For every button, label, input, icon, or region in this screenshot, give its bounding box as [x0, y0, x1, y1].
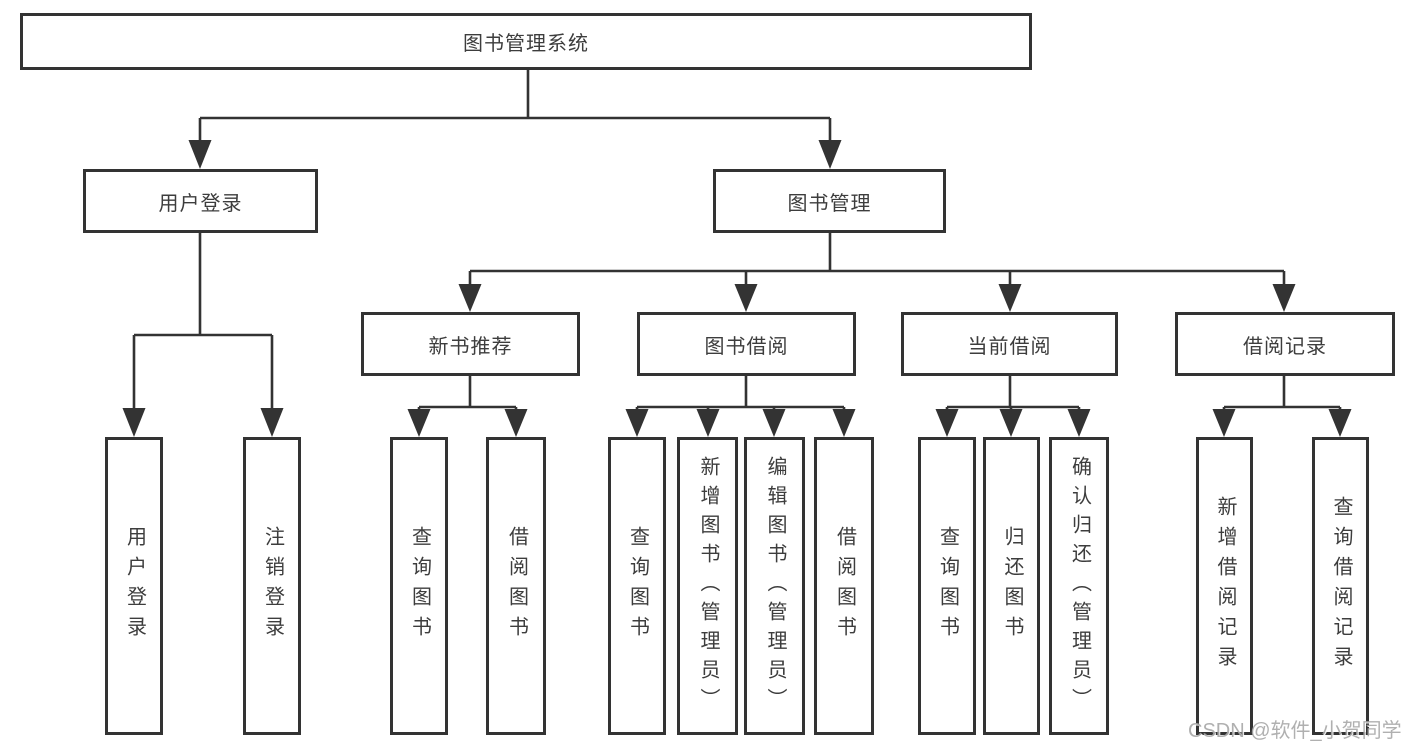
arrowhead-icon: [696, 409, 720, 437]
arrowhead-icon: [504, 409, 528, 437]
leaf-confirm-return-admin-label: 确认归还（管理员）: [1068, 455, 1091, 717]
connector-current-borrowing: [945, 376, 1081, 412]
arrowhead-icon: [998, 284, 1022, 312]
leaf-query-borrow-record: 查询借阅记录: [1312, 437, 1369, 735]
arrowhead-icon: [1067, 409, 1091, 437]
node-book-management: 图书管理: [713, 169, 946, 233]
leaf-user-login: 用户登录: [105, 437, 163, 735]
node-borrowing-records: 借阅记录: [1175, 312, 1395, 376]
leaf-query-books-current-label: 查询图书: [936, 526, 959, 646]
leaf-logout: 注销登录: [243, 437, 301, 735]
connector-new-book-recommend: [417, 376, 518, 412]
arrowhead-icon: [734, 284, 758, 312]
leaf-query-borrow-record-label: 查询借阅记录: [1330, 496, 1352, 676]
leaf-add-borrow-record-label: 新增借阅记录: [1214, 496, 1236, 676]
arrowhead-icon: [762, 409, 786, 437]
leaf-logout-label: 注销登录: [261, 526, 284, 646]
connector-user-login: [132, 232, 274, 412]
connector-borrowing-records: [1222, 376, 1342, 412]
arrowhead-icon: [625, 409, 649, 437]
arrowhead-icon: [122, 408, 146, 437]
arrowhead-icon: [935, 409, 959, 437]
arrowhead-icon: [407, 409, 431, 437]
node-root-system: 图书管理系统: [20, 13, 1032, 70]
leaf-query-books-recommend: 查询图书: [390, 437, 448, 735]
arrowhead-icon: [188, 140, 212, 169]
node-book-borrowing: 图书借阅: [637, 312, 856, 376]
arrowhead-icon: [999, 409, 1023, 437]
leaf-borrow-books-recommend: 借阅图书: [486, 437, 546, 735]
arrowhead-icon: [1328, 409, 1352, 437]
leaf-query-books-recommend-label: 查询图书: [408, 526, 431, 646]
arrowhead-icon: [1272, 284, 1296, 312]
leaf-return-books-label: 归还图书: [1001, 526, 1023, 646]
connector-book-management: [468, 232, 1286, 287]
leaf-query-books-current: 查询图书: [918, 437, 976, 735]
arrowhead-icon: [818, 140, 842, 169]
leaf-return-books: 归还图书: [983, 437, 1040, 735]
leaf-add-books-admin: 新增图书（管理员）: [677, 437, 738, 735]
leaf-edit-books-admin: 编辑图书（管理员）: [744, 437, 805, 735]
leaf-add-books-admin-label: 新增图书（管理员）: [697, 455, 719, 717]
arrowhead-icon: [260, 408, 284, 437]
csdn-watermark: CSDN @软件_小贺同学: [1188, 720, 1402, 742]
arrowhead-icon: [458, 284, 482, 312]
leaf-add-borrow-record: 新增借阅记录: [1196, 437, 1253, 735]
leaf-query-books-borrowing-label: 查询图书: [626, 526, 649, 646]
arrowhead-icon: [1212, 409, 1236, 437]
connector-book-borrowing: [635, 376, 846, 412]
leaf-borrow-books-borrowing-label: 借阅图书: [833, 526, 856, 646]
leaf-query-books-borrowing: 查询图书: [608, 437, 666, 735]
leaf-borrow-books-recommend-label: 借阅图书: [505, 526, 528, 646]
leaf-user-login-label: 用户登录: [123, 526, 146, 646]
arrowhead-icons: [122, 140, 1352, 437]
node-new-book-recommend: 新书推荐: [361, 312, 580, 376]
node-current-borrowing: 当前借阅: [901, 312, 1118, 376]
leaf-confirm-return-admin: 确认归还（管理员）: [1049, 437, 1109, 735]
connector-root: [198, 70, 832, 144]
leaf-borrow-books-borrowing: 借阅图书: [814, 437, 874, 735]
arrowhead-icon: [832, 409, 856, 437]
leaf-edit-books-admin-label: 编辑图书（管理员）: [764, 455, 786, 717]
node-user-login: 用户登录: [83, 169, 318, 233]
